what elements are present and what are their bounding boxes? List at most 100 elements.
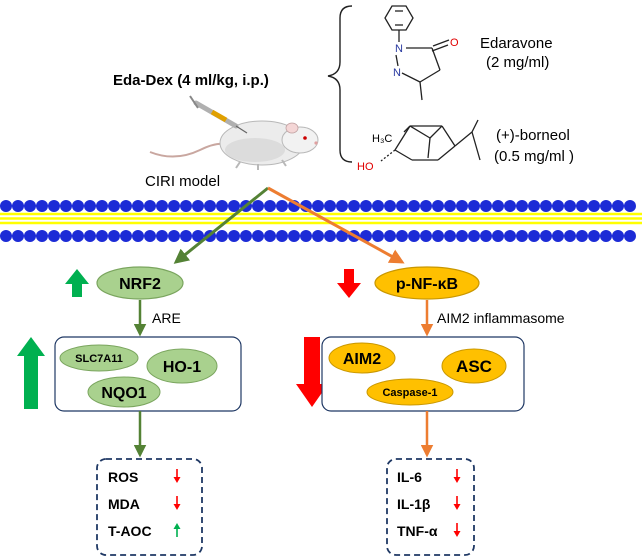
membrane-head-bottom (72, 230, 84, 242)
borneol-ch3: H₃C (372, 133, 392, 145)
membrane-head-bottom (276, 230, 288, 242)
membrane-head-bottom (264, 230, 276, 242)
gene-label-ho1: HO-1 (163, 359, 201, 376)
membrane-head-bottom (540, 230, 552, 242)
membrane-head-bottom (456, 230, 468, 242)
membrane-head-bottom (48, 230, 60, 242)
membrane-head-top (144, 200, 156, 212)
complex-label-caspase1: Caspase-1 (382, 387, 437, 399)
membrane-head-bottom (564, 230, 576, 242)
membrane-head-top (312, 200, 324, 212)
oxidative-marker-arrowhead (173, 477, 181, 483)
membrane-head-top (372, 200, 384, 212)
compound-conc-borneol: (0.5 mg/ml ) (494, 148, 574, 165)
gene-node-nqo1 (87, 376, 161, 408)
oxidative-marker-arrowhead (173, 504, 181, 510)
membrane-head-top (528, 200, 540, 212)
nfkb-label: p-NF-κB (396, 276, 458, 293)
nfkb-down-arrow (337, 269, 361, 298)
membrane-head-top (204, 200, 216, 212)
membrane-head-top (444, 200, 456, 212)
membrane-head-top (564, 200, 576, 212)
membrane-head-top (504, 200, 516, 212)
arrow-to-nfkb (267, 186, 405, 264)
compound-conc-edaravone: (2 mg/ml) (486, 54, 549, 71)
membrane-head-bottom (312, 230, 324, 242)
membrane-head-top (96, 200, 108, 212)
membrane-head-bottom (84, 230, 96, 242)
inflammatory-marker-label: TNF-α (397, 523, 438, 539)
membrane-head-bottom (156, 230, 168, 242)
membrane-head-bottom (468, 230, 480, 242)
membrane-head-bottom (516, 230, 528, 242)
membrane-head-top (420, 200, 432, 212)
membrane-head-top (384, 200, 396, 212)
nrf2-label: NRF2 (119, 276, 161, 293)
membrane-head-bottom (0, 230, 12, 242)
membrane-head-bottom (480, 230, 492, 242)
membrane-head-bottom (384, 230, 396, 242)
membrane-head-top (36, 200, 48, 212)
membrane-head-bottom (336, 230, 348, 242)
compound-name-borneol: (+)-borneol (496, 127, 570, 144)
compound-brace (327, 5, 353, 163)
membrane-head-top (600, 200, 612, 212)
membrane-head-bottom (432, 230, 444, 242)
membrane-head-bottom (252, 230, 264, 242)
are-label: ARE (152, 310, 181, 326)
membrane-head-top (276, 200, 288, 212)
membrane-head-top (264, 200, 276, 212)
oxidative-marker-arrowhead (173, 523, 181, 529)
aim2-inflammasome-label: AIM2 inflammasome (437, 310, 565, 326)
membrane-head-top (408, 200, 420, 212)
membrane-head-bottom (12, 230, 24, 242)
membrane-head-top (516, 200, 528, 212)
gene-node-ho1 (146, 348, 218, 384)
membrane-head-top (396, 200, 408, 212)
membrane-head-top (180, 200, 192, 212)
membrane-head-top (576, 200, 588, 212)
membrane-head-bottom (492, 230, 504, 242)
membrane-head-top (72, 200, 84, 212)
membrane-head-top (60, 200, 72, 212)
nrf2-up-arrow (65, 269, 89, 297)
borneol-structure (380, 119, 481, 162)
oxidative-marker-label: MDA (108, 496, 140, 512)
membrane-head-top (612, 200, 624, 212)
inflammasome-down-arrow (296, 337, 328, 407)
membrane-head-bottom (576, 230, 588, 242)
gene-node-slc7a11 (59, 344, 139, 372)
membrane-head-bottom (528, 230, 540, 242)
membrane-head-top (216, 200, 228, 212)
complex-node-asc (441, 348, 507, 384)
gene-expression-up-arrow (17, 337, 45, 409)
membrane-head-top (48, 200, 60, 212)
membrane-head-bottom (396, 230, 408, 242)
membrane-head-top (84, 200, 96, 212)
membrane-head-bottom (132, 230, 144, 242)
membrane-head-top (468, 200, 480, 212)
membrane-head-bottom (120, 230, 132, 242)
complex-node-aim2 (328, 342, 396, 374)
inflammatory-marker-arrowhead (453, 504, 461, 510)
membrane-head-top (192, 200, 204, 212)
membrane-head-bottom (588, 230, 600, 242)
membrane-head-bottom (108, 230, 120, 242)
edaravone-structure (384, 5, 450, 101)
membrane-head-bottom (60, 230, 72, 242)
model-label: CIRI model (145, 173, 220, 190)
membrane-head-bottom (288, 230, 300, 242)
membrane-head-top (624, 200, 636, 212)
membrane-head-bottom (372, 230, 384, 242)
arrow-to-nrf2 (173, 186, 269, 264)
membrane-head-bottom (612, 230, 624, 242)
membrane-head-top (432, 200, 444, 212)
membrane-head-top (108, 200, 120, 212)
oxidative-marker-label: T-AOC (108, 523, 152, 539)
membrane-head-bottom (192, 230, 204, 242)
membrane-head-bottom (180, 230, 192, 242)
inflammatory-marker-label: IL-6 (397, 469, 422, 485)
compound-name-edaravone: Edaravone (480, 35, 553, 52)
gene-label-nqo1: NQO1 (101, 385, 146, 402)
